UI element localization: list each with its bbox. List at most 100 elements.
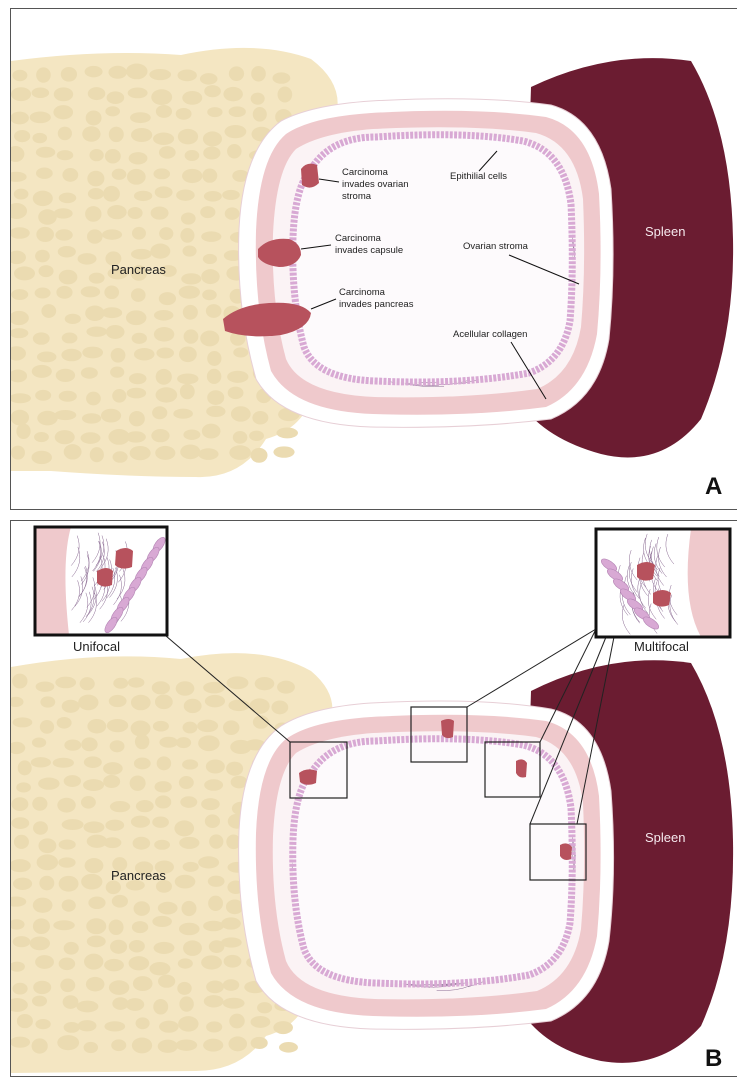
pancreas-lobule (103, 186, 120, 202)
pancreas-lobule (87, 229, 103, 243)
pancreas-lobule (86, 977, 105, 992)
pancreas-lobule (113, 678, 128, 689)
pancreas-lobule (132, 1037, 152, 1053)
pancreas-lobule (183, 305, 198, 320)
pancreas-lobule (279, 1042, 298, 1053)
pancreas-lobule (224, 955, 242, 968)
pancreas-lobule (17, 1014, 33, 1028)
pancreas-lobule (105, 149, 121, 163)
pancreas-lobule (203, 1039, 223, 1052)
pancreas-lobule (153, 168, 170, 179)
pancreas-lobule (175, 875, 196, 889)
pancreas-lobule (135, 734, 149, 749)
pancreas-lobule (225, 207, 240, 219)
pancreas-lobule (178, 958, 193, 968)
pancreas-lobule (87, 719, 106, 733)
pancreas-lobule (38, 778, 59, 790)
pancreas-lobule (84, 1042, 98, 1053)
pancreas-lobule (273, 72, 291, 83)
pancreas-lobule (57, 798, 75, 813)
pancreas-lobule (103, 762, 123, 775)
pancreas-lobule (37, 854, 58, 870)
pancreas-lobule (271, 701, 288, 715)
pancreas-lobule (129, 956, 150, 970)
pancreas-lobule (154, 327, 174, 342)
ann-capsule-invasion-2: invades capsule (335, 245, 403, 256)
pancreas-lobule (33, 191, 53, 207)
pancreas-lobule (109, 127, 124, 142)
pancreas-lobule (109, 695, 127, 707)
diagram-a: Pancreas Spleen Carcinoma invades ovaria… (11, 9, 737, 509)
diagram-b: Unifocal Multifocal Pancreas Spleen B (11, 521, 737, 1076)
pancreas-lobule (32, 365, 52, 378)
ann-epithelial: Epithilial cells (450, 171, 507, 182)
pancreas-lobule (154, 310, 173, 321)
pancreas-lobule (131, 816, 150, 828)
pancreas-lobule (276, 427, 298, 438)
pancreas-lobule (34, 432, 49, 442)
pancreas-lobule (35, 1019, 50, 1029)
pancreas-lobule (183, 429, 200, 440)
pancreas-lobule (36, 147, 55, 158)
pancreas-lobule (41, 304, 56, 318)
pancreas-lobule (55, 430, 75, 444)
pancreas-lobule (225, 125, 247, 138)
pancreas-lobule (176, 1039, 198, 1050)
pancreas-lobule (197, 720, 218, 733)
pancreas-lobule (182, 91, 202, 105)
pancreas-lobule (53, 920, 74, 930)
ann-pancreas-invasion-1: Carcinoma (339, 287, 386, 298)
pancreas-lobule (185, 150, 200, 161)
inset-carcinoma-2 (653, 590, 671, 607)
pancreas-lobule (201, 269, 219, 284)
pancreas-lobule (57, 1035, 79, 1050)
pancreas-lobule (153, 721, 169, 732)
pancreas-lobule (107, 205, 126, 219)
pancreas-lobule (198, 448, 218, 460)
pancreas-lobule (88, 188, 104, 199)
pancreas-lobule (85, 206, 101, 222)
pancreas-lobule (61, 67, 77, 82)
pancreas-lobule (182, 759, 198, 769)
pancreas-lobule (78, 1020, 97, 1031)
pancreas-lobule (134, 191, 152, 201)
pancreas-lobule (39, 265, 54, 277)
pancreas-lobule (249, 431, 264, 441)
pancreas-lobule (227, 144, 241, 158)
pancreas-lobule (149, 69, 171, 80)
pancreas-lobule (127, 169, 146, 185)
pancreas-lobule (183, 940, 202, 956)
pancreas-lobule (200, 331, 219, 347)
pancreas-lobule (78, 253, 97, 264)
pancreas-lobule (62, 899, 76, 911)
pancreas-lobule (88, 87, 106, 100)
pancreas-lobule (134, 901, 150, 916)
pancreas-lobule (130, 775, 146, 790)
pancreas-lobule (179, 837, 199, 849)
pancreas-lobule (229, 66, 244, 81)
pancreas-lobule (206, 304, 222, 318)
pancreas-lobule (33, 821, 48, 835)
pancreas-lobule (83, 779, 104, 791)
pancreas-lobule (33, 898, 53, 913)
carcinoma-focus-multi-2 (516, 759, 527, 777)
pancreas-lobule (54, 87, 73, 101)
pancreas-lobule (156, 105, 172, 118)
pancreas-lobule (233, 431, 248, 444)
pancreas-lobule (176, 108, 192, 120)
pancreas-lobule (59, 391, 77, 402)
pancreas-lobule (13, 936, 31, 947)
pancreas-lobule (12, 70, 27, 81)
pancreas-lobule (54, 410, 76, 420)
pancreas-lobule (182, 169, 202, 183)
pancreas-lobule (257, 1002, 272, 1013)
pancreas-lobule (158, 975, 175, 988)
pancreas-lobule (13, 878, 32, 890)
pancreas-lobule (157, 756, 172, 770)
pancreas-lobule (201, 798, 220, 810)
inset-multifocal (596, 529, 730, 637)
multifocal-label: Multifocal (634, 639, 689, 654)
pancreas-lobule (12, 674, 27, 689)
pancreas-lobule (231, 406, 251, 421)
pancreas-lobule (102, 229, 122, 239)
